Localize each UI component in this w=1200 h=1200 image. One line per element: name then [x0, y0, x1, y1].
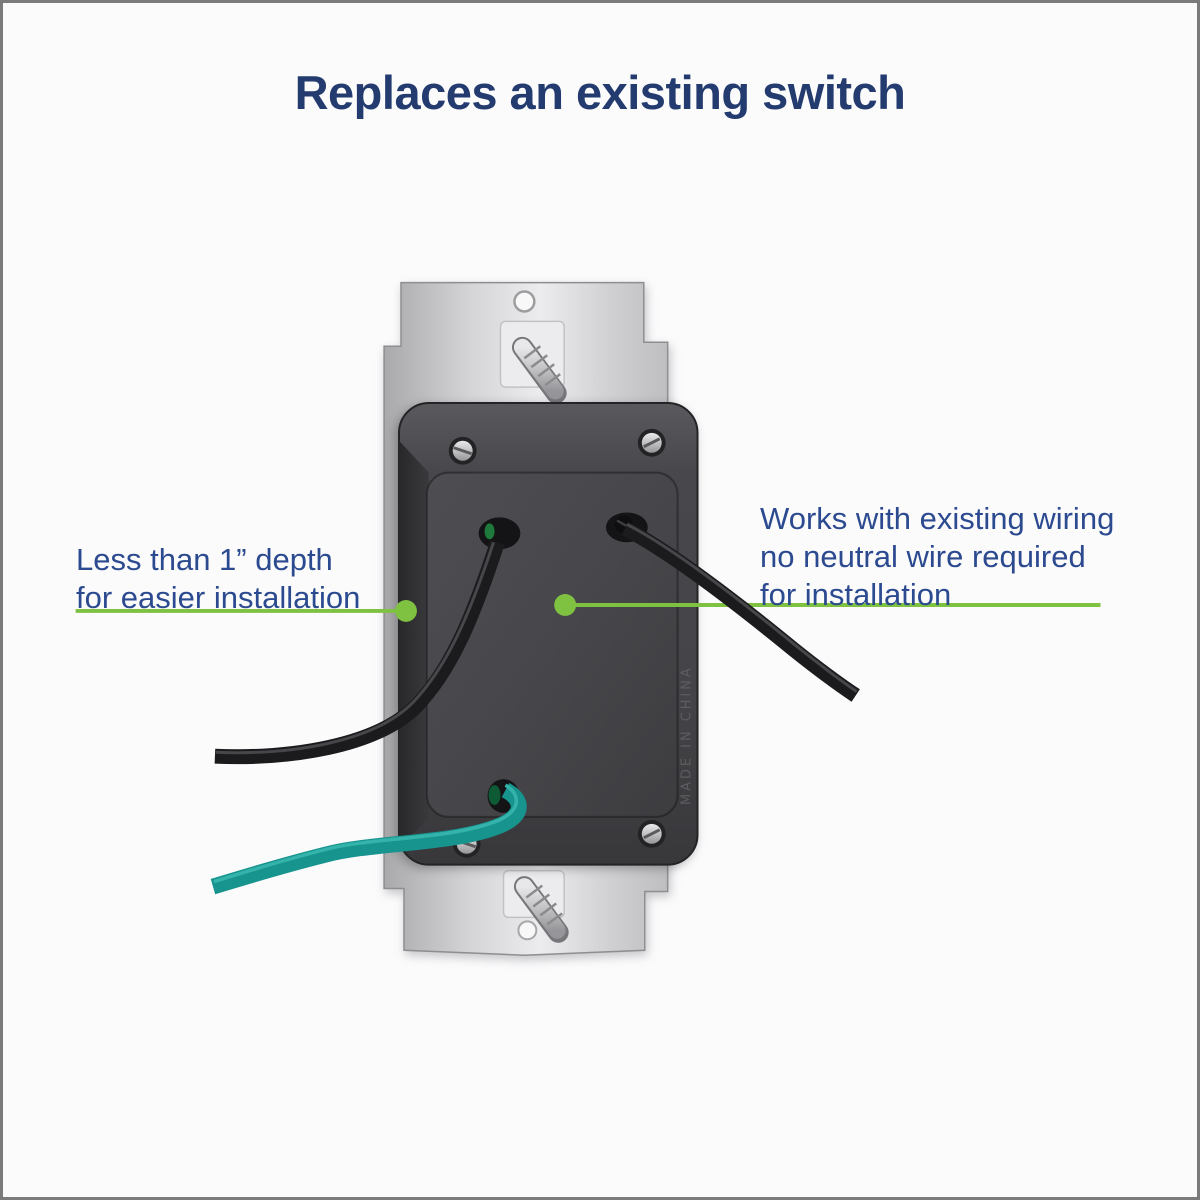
- callout-dot-left: [395, 600, 417, 622]
- callout-left: Less than 1” depth for easier installati…: [76, 541, 360, 617]
- callout-right: Works with existing wiring no neutral wi…: [760, 500, 1114, 614]
- corner-screw-top-right: [637, 428, 666, 457]
- callout-right-line3: for installation: [760, 577, 952, 612]
- black-wire-right-highlight: [626, 523, 858, 693]
- made-in-label: MADE IN CHINA: [680, 665, 695, 805]
- switch-housing: MADE IN CHINA: [398, 401, 699, 866]
- black-wire-right: [621, 521, 860, 702]
- callout-right-line1: Works with existing wiring: [760, 501, 1115, 536]
- strap-top-hole: [513, 290, 536, 313]
- housing-side-face: [399, 440, 429, 847]
- callout-left-line1: Less than 1” depth: [76, 542, 333, 577]
- ground-hole-glint: [488, 785, 501, 805]
- ground-wire: [210, 783, 527, 895]
- wires: [210, 521, 860, 895]
- callout-left-pointer: [75, 600, 417, 622]
- switch-back-illustration: MADE IN CHINA: [75, 281, 1101, 956]
- black-wire-left: [214, 539, 505, 765]
- wire-hole-left-glint: [484, 523, 495, 540]
- callout-dot-right: [554, 594, 577, 616]
- housing-corner-screws: [448, 428, 666, 858]
- black-wire-left-highlight: [215, 541, 495, 755]
- ground-wire-highlight: [213, 783, 519, 884]
- callout-right-line2: no neutral wire required: [760, 539, 1086, 574]
- mounting-screw-bottom: [513, 876, 569, 943]
- corner-screw-bottom-right: [637, 819, 666, 848]
- corner-screw-top-left: [448, 436, 477, 465]
- page-title: Replaces an existing switch: [294, 66, 906, 119]
- callout-left-line2: for easier installation: [76, 580, 361, 615]
- mounting-screw-top: [511, 336, 567, 404]
- strap-bottom-notch: [517, 920, 538, 941]
- callout-right-pointer: [554, 594, 1101, 616]
